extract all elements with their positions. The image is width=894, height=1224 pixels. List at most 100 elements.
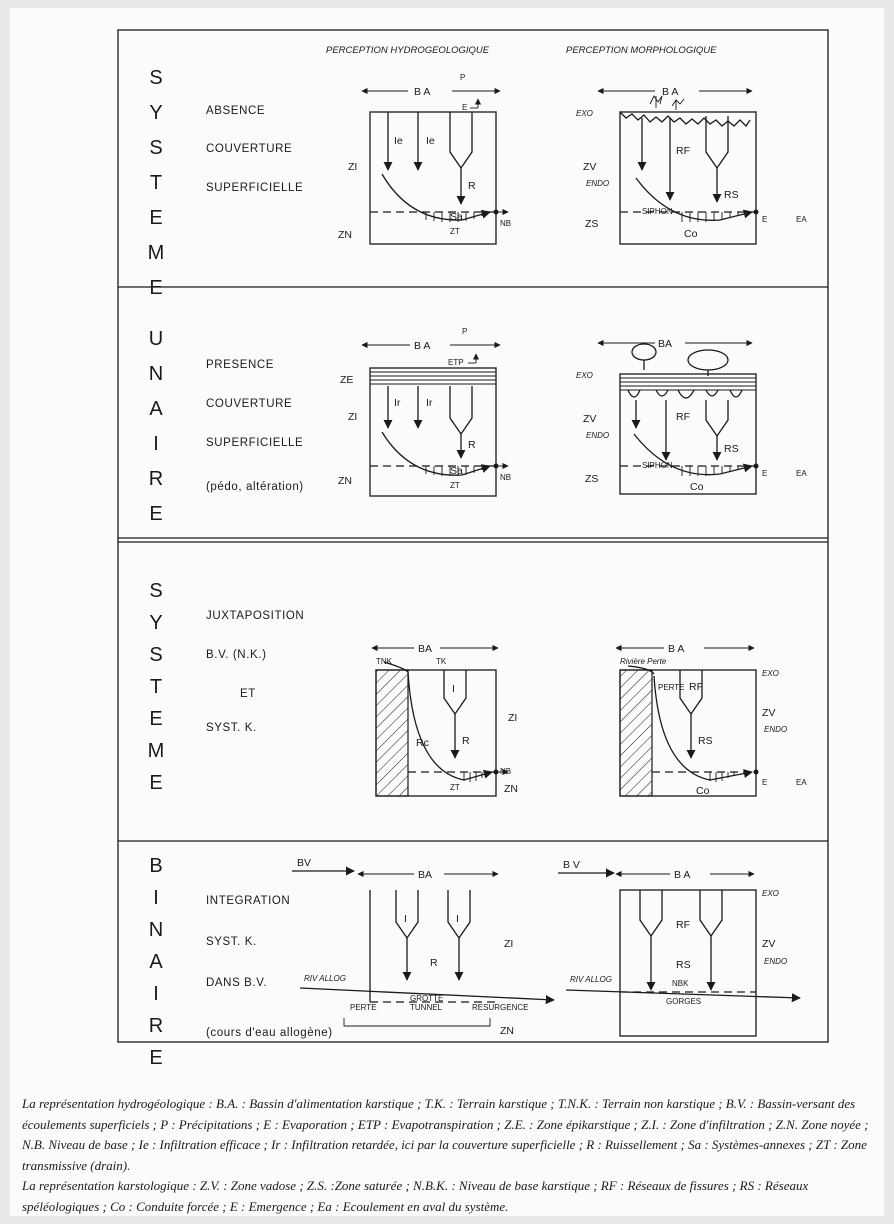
svg-text:ZT: ZT: [450, 227, 460, 236]
svg-text:Co: Co: [696, 785, 710, 797]
svg-text:GORGES: GORGES: [666, 997, 701, 1006]
svg-text:I: I: [404, 913, 407, 925]
svg-text:ZS: ZS: [585, 218, 598, 230]
label-syst-k-2: SYST. K.: [206, 936, 257, 948]
svg-text:ENDO: ENDO: [764, 957, 787, 966]
svg-text:Ir: Ir: [394, 397, 401, 409]
svg-text:NBK: NBK: [672, 979, 689, 988]
label-presence: PRESENCE: [206, 359, 274, 371]
svg-text:ZT: ZT: [450, 783, 460, 792]
svg-text:E: E: [762, 778, 767, 787]
svg-text:EA: EA: [796, 778, 807, 787]
label-couverture-2: COUVERTURE: [206, 398, 292, 410]
svg-text:BA: BA: [418, 643, 432, 655]
svg-text:ZV: ZV: [583, 413, 596, 425]
label-superficielle: SUPERFICIELLE: [206, 182, 303, 194]
svg-text:EXO: EXO: [576, 109, 593, 118]
s1-morpho-diagram: B A EXO RF RS SIPHON Co E EA ZV ENDO ZS: [576, 84, 807, 245]
svg-text:Ir: Ir: [426, 397, 433, 409]
svg-text:NB: NB: [500, 767, 511, 776]
svg-text:PERTE: PERTE: [658, 683, 685, 692]
label-juxtaposition: JUXTAPOSITION: [206, 610, 304, 622]
svg-text:ZV: ZV: [762, 938, 775, 950]
label-et: ET: [240, 688, 256, 700]
svg-text:RIV ALLOG: RIV ALLOG: [304, 974, 346, 983]
svg-text:ZN: ZN: [338, 229, 352, 241]
svg-text:Co: Co: [690, 481, 704, 493]
svg-text:TUNNEL: TUNNEL: [410, 1003, 443, 1012]
svg-text:Ie: Ie: [426, 135, 435, 147]
svg-text:R: R: [468, 439, 476, 451]
svg-text:RF: RF: [676, 145, 690, 157]
svg-text:BA: BA: [658, 338, 672, 350]
svg-text:NB: NB: [500, 473, 511, 482]
svg-text:ZN: ZN: [504, 783, 518, 795]
svg-text:RS: RS: [698, 735, 713, 747]
svg-text:ZV: ZV: [583, 161, 596, 173]
svg-text:P: P: [462, 327, 467, 336]
svg-text:RS: RS: [724, 189, 739, 201]
svg-text:RF: RF: [676, 411, 690, 423]
svg-text:Ie: Ie: [394, 135, 403, 147]
label-cours-eau: (cours d'eau allogène): [206, 1027, 333, 1039]
svg-text:I: I: [452, 683, 455, 695]
svg-text:E: E: [762, 215, 767, 224]
svg-text:B A: B A: [668, 643, 684, 655]
svg-text:ZN: ZN: [338, 475, 352, 487]
header-morpho: PERCEPTION MORPHOLOGIQUE: [566, 45, 717, 56]
caption-karst: La représentation karstologique : Z.V. :…: [22, 1178, 809, 1214]
svg-text:ZS: ZS: [585, 473, 598, 485]
label-pedo-alteration: (pédo, altération): [206, 481, 304, 493]
svg-text:ZV: ZV: [762, 707, 775, 719]
svg-text:ENDO: ENDO: [586, 179, 609, 188]
s2-morpho-diagram: BA EXO RF RS SIPHON Co E EA ZV ENDO: [576, 336, 807, 495]
svg-text:BA: BA: [418, 869, 432, 881]
svg-text:BV: BV: [297, 857, 311, 869]
svg-text:EA: EA: [796, 469, 807, 478]
svg-text:Sa: Sa: [450, 211, 463, 223]
svg-text:Co: Co: [684, 228, 698, 240]
svg-text:B A: B A: [674, 869, 690, 881]
svg-text:RF: RF: [676, 919, 690, 931]
svg-text:RS: RS: [724, 443, 739, 455]
svg-text:ZI: ZI: [504, 938, 513, 950]
svg-text:E: E: [762, 469, 767, 478]
svg-text:I: I: [456, 913, 459, 925]
label-dans-bv: DANS B.V.: [206, 977, 267, 989]
svg-text:EA: EA: [796, 215, 807, 224]
svg-text:B A: B A: [414, 86, 430, 98]
svg-text:B A: B A: [414, 340, 430, 352]
s1-hydro-diagram: B A P E Ie Ie R Sa ZT NB ZI ZN: [338, 73, 511, 245]
svg-text:E: E: [462, 103, 467, 112]
svg-text:ZI: ZI: [508, 712, 517, 724]
svg-text:B A: B A: [662, 86, 678, 98]
karst-system-diagram: PERCEPTION HYDROGEOLOGIQUE PERCEPTION MO…: [117, 29, 829, 1069]
svg-text:R: R: [468, 180, 476, 192]
svg-text:ZI: ZI: [348, 161, 357, 173]
outer-frame: [117, 29, 829, 1043]
svg-text:ENDO: ENDO: [586, 431, 609, 440]
header-hydro: PERCEPTION HYDROGEOLOGIQUE: [326, 45, 490, 56]
svg-text:PERTE: PERTE: [350, 1003, 377, 1012]
label-couverture: COUVERTURE: [206, 143, 292, 155]
svg-text:GROTTE: GROTTE: [410, 994, 443, 1003]
label-superficielle-2: SUPERFICIELLE: [206, 437, 303, 449]
svg-text:Sa: Sa: [450, 465, 463, 477]
figure-caption: La représentation hydrogéologique : B.A.…: [22, 1094, 884, 1217]
svg-text:R: R: [462, 735, 470, 747]
svg-text:EXO: EXO: [762, 889, 779, 898]
s2-hydro-diagram: B A P ETP ZE Ir Ir R Sa ZT NB ZI ZN: [338, 327, 511, 497]
svg-text:ZN: ZN: [500, 1025, 514, 1037]
svg-text:ZE: ZE: [340, 374, 353, 386]
svg-text:SIPHON: SIPHON: [642, 461, 673, 470]
svg-text:ZT: ZT: [450, 481, 460, 490]
svg-text:EXO: EXO: [576, 371, 593, 380]
